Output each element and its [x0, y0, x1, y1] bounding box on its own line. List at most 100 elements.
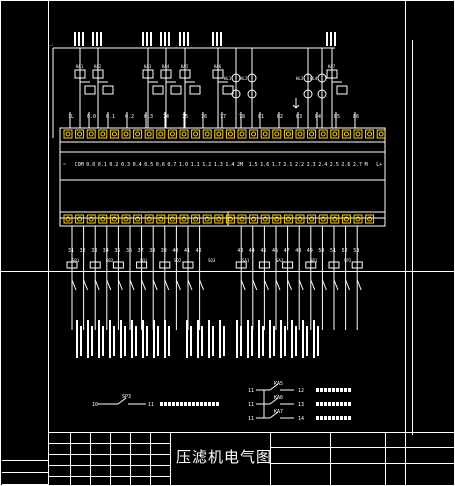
top-terminal	[260, 129, 270, 139]
switch-body	[159, 261, 171, 269]
switch-legend-mark	[317, 326, 319, 356]
bottom-terminal	[341, 214, 351, 224]
top-wire-number: 0.3	[144, 114, 153, 120]
device-legend-mark	[168, 32, 170, 46]
switch-legend-mark	[91, 326, 93, 356]
terminal-screw	[77, 131, 83, 137]
switch-contact	[187, 279, 193, 291]
switch-contact	[117, 279, 123, 291]
bottom-wire-number: 44	[249, 248, 255, 254]
top-terminal	[121, 129, 131, 139]
top-terminal	[341, 129, 351, 139]
terminal-label: 2.5	[330, 162, 339, 168]
bottom-wire-number: 40	[172, 248, 178, 254]
terminal-label: 1.2	[202, 162, 211, 168]
circuit-legend-mark	[344, 402, 347, 406]
switch-legend-mark	[120, 320, 122, 358]
terminal-screw	[274, 131, 280, 137]
bottom-terminal	[214, 214, 224, 224]
circuit-legend-mark	[332, 388, 335, 392]
indicator-lamp	[247, 73, 257, 83]
circuit-node: 12	[298, 388, 304, 394]
indicator-lamp	[303, 73, 313, 83]
circuit-legend-mark	[344, 388, 347, 392]
top-wire-number: 75	[182, 114, 188, 120]
circuit-legend-mark	[316, 416, 319, 420]
bottom-terminal	[272, 214, 282, 224]
terminal-screw	[355, 131, 361, 137]
terminal-label: 0.6	[156, 162, 165, 168]
switch-legend-mark	[223, 326, 225, 356]
top-terminal	[144, 129, 154, 139]
bottom-wire-number: 53	[353, 248, 359, 254]
terminal-label: 2.3	[307, 162, 316, 168]
circuit-legend-mark	[192, 402, 195, 406]
relay-contact	[84, 85, 96, 95]
top-terminal	[86, 129, 96, 139]
relay-contact	[102, 85, 114, 95]
relay-coil	[160, 69, 172, 79]
terminal-label: 2M	[237, 162, 243, 168]
terminal-screw	[181, 131, 187, 137]
relay-coil	[92, 69, 104, 79]
top-wire-number: 83	[296, 114, 302, 120]
terminal-screw	[343, 216, 349, 222]
switch-legend-mark	[258, 320, 260, 358]
terminal-screw	[367, 131, 373, 137]
circuit-legend-mark	[320, 416, 323, 420]
switch-body	[112, 261, 124, 269]
circuit-legend-mark	[176, 402, 179, 406]
switch-contact	[71, 279, 77, 291]
top-wire-number: 84	[315, 114, 321, 120]
switch-legend-mark	[295, 326, 297, 356]
terminal-screw	[320, 131, 326, 137]
circuit-node: 14	[298, 416, 304, 422]
circuit-legend-mark	[348, 402, 351, 406]
circuit-legend-mark	[328, 388, 331, 392]
switch-contact	[175, 279, 181, 291]
switch-legend-mark	[240, 326, 242, 356]
terminal-screw	[367, 216, 373, 222]
circuit-tag: KA6	[274, 395, 283, 401]
switch-legend-mark	[251, 326, 253, 356]
top-terminal	[376, 129, 386, 139]
terminal-screw	[204, 216, 210, 222]
terminal-label: 1.4	[225, 162, 234, 168]
top-wire-number: 0.1	[106, 114, 115, 120]
relay-tag: KA7	[328, 64, 336, 69]
switch-body	[66, 261, 78, 269]
circuit-tag: SP3	[122, 394, 131, 400]
bottom-wire-number: 38	[149, 248, 155, 254]
switch-legend-mark	[142, 320, 144, 358]
top-terminal	[191, 129, 201, 139]
switch-contact	[321, 279, 327, 291]
top-terminal	[98, 129, 108, 139]
circuit-legend-mark	[216, 402, 219, 406]
top-wire-number: 1L	[68, 114, 74, 120]
relay-coil	[212, 69, 224, 79]
switch-legend-mark	[208, 320, 210, 358]
top-terminal	[133, 129, 143, 139]
arrow	[295, 104, 300, 109]
circuit-tag: KA7	[274, 409, 283, 415]
terminal-screw	[239, 131, 245, 137]
terminal-screw	[135, 131, 141, 137]
switch-legend-mark	[201, 326, 203, 356]
relay-coil	[179, 69, 191, 79]
circuit-node: 10	[92, 402, 98, 408]
switch-legend-mark	[262, 326, 264, 356]
switch-tag: SA2	[276, 258, 284, 263]
bottom-wire-number: 31	[68, 248, 74, 254]
circuit-tag: KA5	[274, 381, 283, 387]
switch-legend-mark	[131, 320, 133, 358]
switch-legend-mark	[302, 320, 304, 358]
device-legend-mark	[326, 32, 328, 46]
bottom-wire-number: 41	[184, 248, 190, 254]
terminal-screw	[169, 216, 175, 222]
terminal-label: 2.6	[341, 162, 350, 168]
switch-body	[89, 261, 101, 269]
switch-body	[351, 261, 363, 269]
terminal-screw	[193, 131, 199, 137]
relay-coil	[142, 69, 154, 79]
